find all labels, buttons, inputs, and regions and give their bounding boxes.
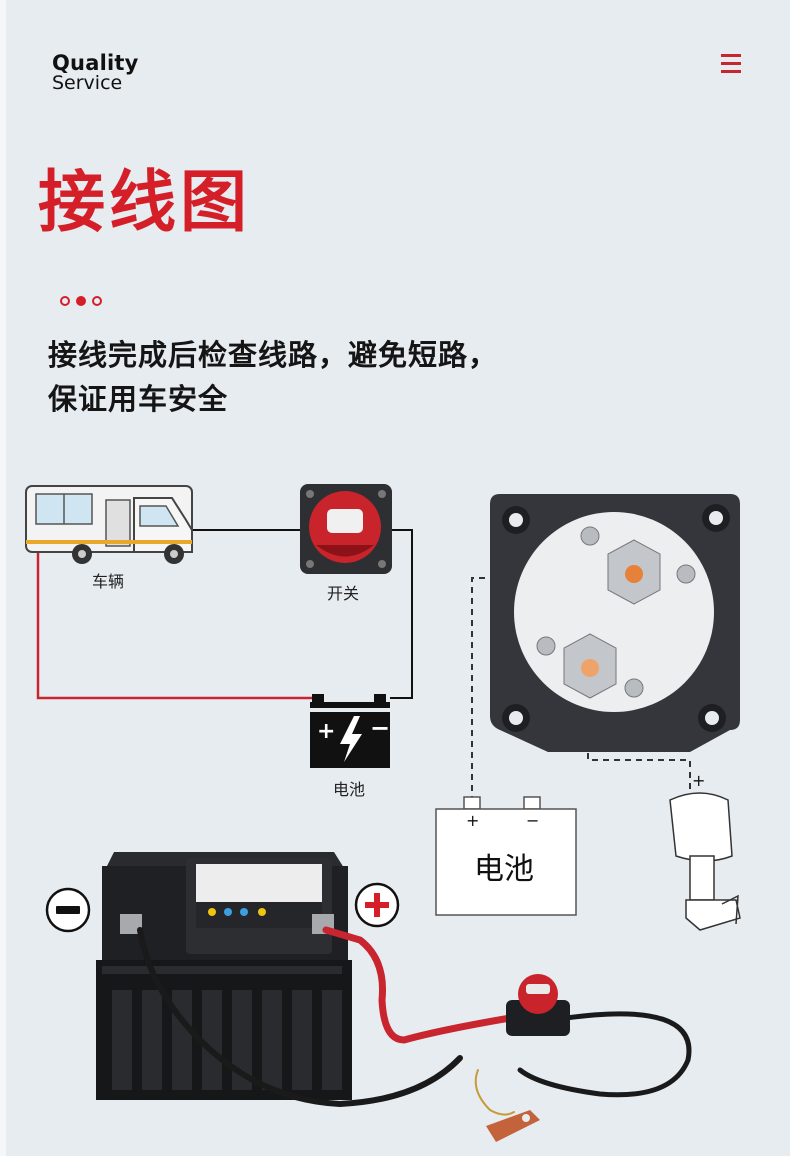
switch-label: 开关 bbox=[327, 584, 360, 603]
menu-button[interactable] bbox=[721, 54, 741, 76]
description-line2: 保证用车安全 bbox=[48, 382, 229, 416]
svg-text:+: + bbox=[317, 719, 335, 744]
plus-icon bbox=[354, 882, 400, 928]
schematic-wires bbox=[36, 529, 413, 700]
battery-symbol-icon: + − bbox=[310, 694, 390, 768]
svg-text:+: + bbox=[466, 811, 479, 830]
description: 接线完成后检查线路，避免短路， 保证用车安全 bbox=[48, 333, 498, 421]
battery-box-icon: + − bbox=[435, 796, 577, 916]
brand-line1: Quality bbox=[52, 51, 139, 75]
switch-icon bbox=[300, 484, 392, 574]
brand-logo: Quality Service bbox=[52, 52, 139, 94]
ring-terminal-photo bbox=[486, 1110, 540, 1142]
page-title: 接线图 bbox=[38, 163, 251, 241]
battery-label: 电池 bbox=[333, 780, 366, 799]
rv-vehicle-icon bbox=[25, 485, 193, 564]
cables bbox=[137, 926, 692, 1116]
indicator-dot[interactable] bbox=[92, 296, 102, 306]
slide-indicator bbox=[60, 296, 102, 306]
description-line1: 接线完成后检查线路，避免短路， bbox=[48, 338, 499, 372]
switch-back-icon bbox=[490, 494, 740, 752]
car-battery-photo bbox=[96, 852, 352, 1100]
brand-line2: Service bbox=[52, 72, 123, 95]
svg-text:+: + bbox=[692, 771, 705, 790]
inline-switch-photo bbox=[506, 974, 570, 1036]
svg-text:−: − bbox=[526, 811, 539, 830]
battery-box-label: 电池 bbox=[474, 852, 534, 887]
minus-icon bbox=[45, 887, 91, 933]
left-edge bbox=[0, 0, 6, 1156]
indicator-dot-active[interactable] bbox=[76, 296, 86, 306]
dashed-wires bbox=[471, 577, 691, 802]
outboard-motor-icon: + bbox=[669, 771, 741, 931]
vehicle-label: 车辆 bbox=[92, 572, 125, 591]
svg-text:−: − bbox=[370, 714, 390, 742]
indicator-dot[interactable] bbox=[60, 296, 70, 306]
hamburger-icon bbox=[721, 54, 741, 57]
